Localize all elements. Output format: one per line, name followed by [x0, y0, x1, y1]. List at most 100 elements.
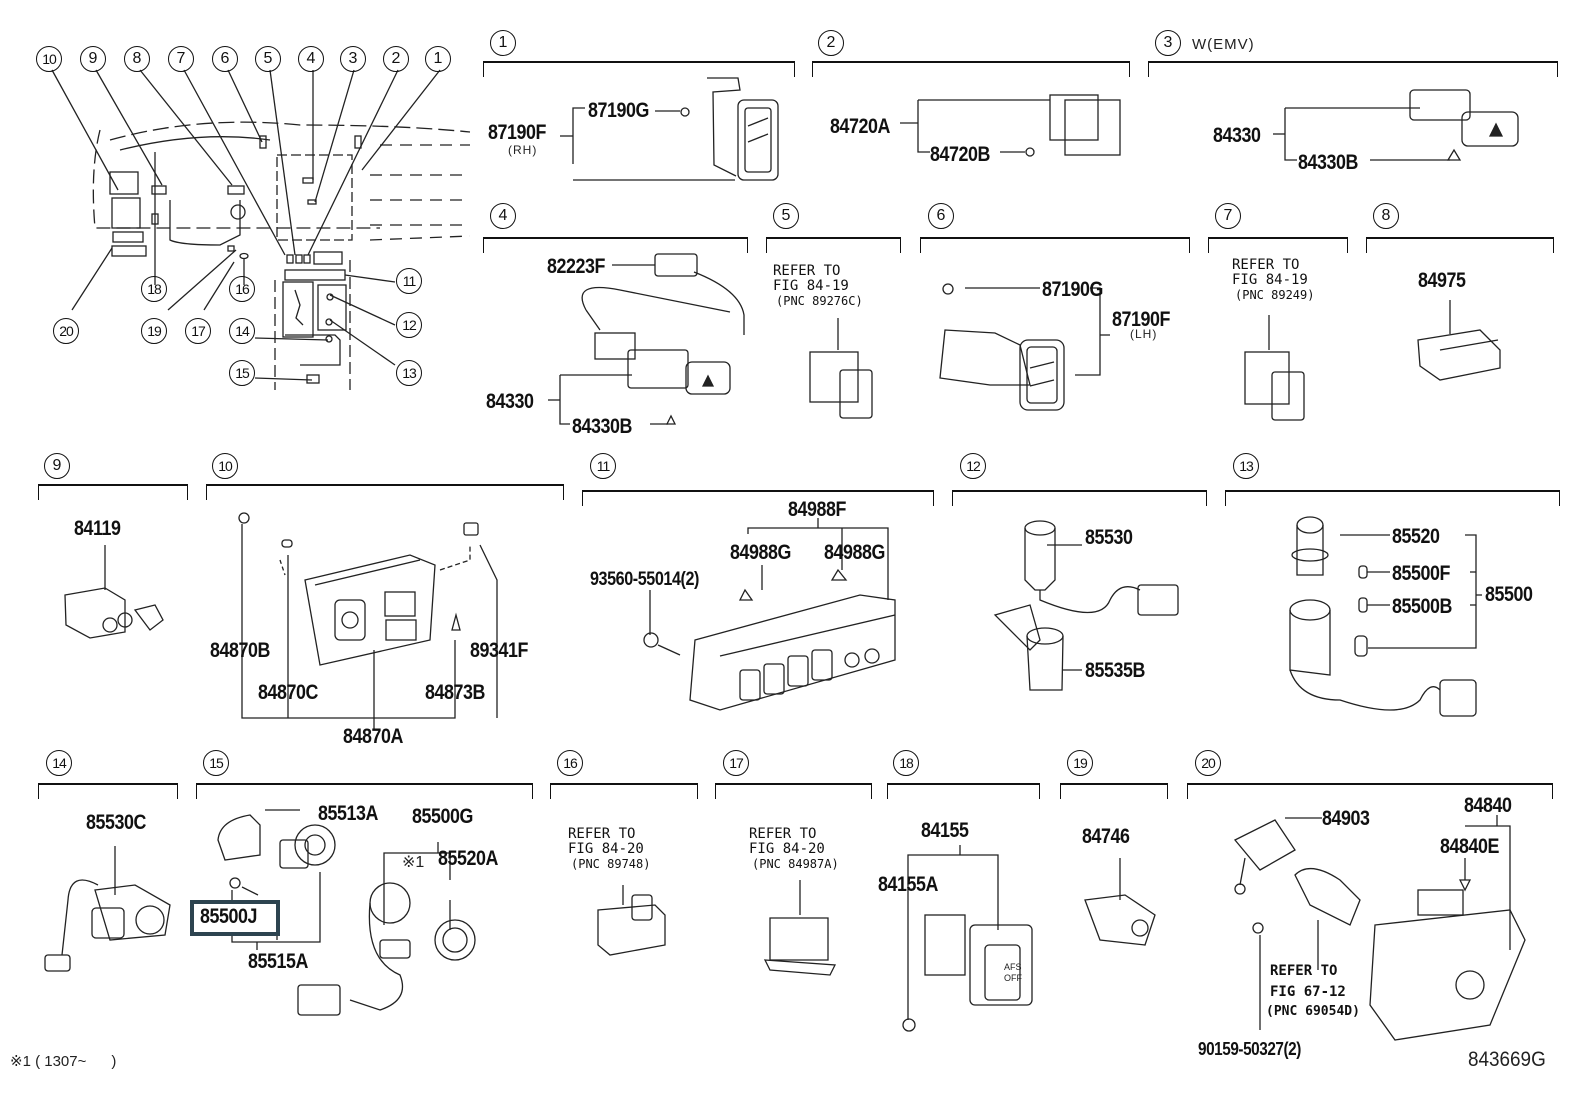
part-number[interactable]: 84870B: [210, 639, 270, 662]
part-number[interactable]: 84155A: [878, 873, 938, 896]
callout-2: 2: [383, 46, 409, 72]
callout-20: 20: [53, 318, 79, 344]
part-number[interactable]: 85520A: [438, 847, 498, 870]
callout-4: 4: [298, 46, 324, 72]
callout-9: 9: [80, 46, 106, 72]
part-number[interactable]: 84988G: [730, 541, 791, 564]
reference-line-1: REFER TO: [773, 263, 841, 279]
part-number[interactable]: 85530C: [86, 811, 146, 834]
part-number[interactable]: 84840: [1464, 794, 1512, 817]
callout-8: 8: [124, 46, 150, 72]
callout-18: 18: [141, 276, 167, 302]
section-number: 11: [590, 453, 616, 479]
part-number[interactable]: 85530: [1085, 526, 1133, 549]
part-number[interactable]: 85535B: [1085, 659, 1145, 682]
section-number: 15: [203, 750, 229, 776]
section-number: 19: [1067, 750, 1093, 776]
dashboard-drawing: [51, 69, 471, 390]
callout-16: 16: [229, 276, 255, 302]
section-number: 5: [773, 203, 799, 229]
switch-label-off: OFF: [1004, 973, 1022, 983]
part-number[interactable]: 85500: [1485, 583, 1533, 606]
reference-line-3: (PNC 84987A): [752, 857, 839, 871]
callout-1: 1: [425, 46, 451, 72]
part-number[interactable]: 87190F: [488, 121, 546, 144]
section-title: W(EMV): [1192, 36, 1255, 53]
callout-12: 12: [396, 312, 422, 338]
part-note: (RH): [508, 143, 538, 157]
part-number[interactable]: 85520: [1392, 525, 1440, 548]
part-number[interactable]: 84330B: [572, 415, 632, 438]
part-number-highlighted[interactable]: 85500J: [200, 905, 258, 928]
part-number[interactable]: 87190G: [1042, 278, 1103, 301]
reference-line-3: (PNC 89748): [571, 857, 651, 871]
section-number: 1: [490, 30, 516, 56]
reference-line-1: REFER TO: [749, 826, 817, 842]
callout-19: 19: [141, 318, 167, 344]
part-number[interactable]: 84119: [74, 517, 121, 540]
section-number: 13: [1233, 453, 1259, 479]
section-number: 2: [818, 30, 844, 56]
callout-11: 11: [396, 268, 422, 294]
section-number: 12: [960, 453, 986, 479]
section-number: 17: [723, 750, 749, 776]
part-number[interactable]: 85513A: [318, 802, 378, 825]
part-number[interactable]: 84870C: [258, 681, 318, 704]
part-number[interactable]: 85500G: [412, 805, 473, 828]
part-number[interactable]: 84720B: [930, 143, 990, 166]
reference-line-2[interactable]: FIG 84-19: [773, 278, 849, 294]
section-number: 20: [1195, 750, 1221, 776]
part-number[interactable]: 84903: [1322, 807, 1370, 830]
switch-label-afs: AFS: [1004, 962, 1022, 972]
part-number[interactable]: 90159-50327(2): [1198, 1039, 1301, 1059]
date-mark: ※1: [402, 854, 425, 871]
figure-number: 843669G: [1468, 1048, 1546, 1071]
section-number: 18: [893, 750, 919, 776]
part-number[interactable]: 84720A: [830, 115, 890, 138]
section-number: 7: [1215, 203, 1241, 229]
reference-line-2[interactable]: FIG 84-20: [749, 841, 825, 857]
footnote: ※1 ( 1307~ ): [10, 1053, 117, 1070]
part-number[interactable]: 84330B: [1298, 151, 1358, 174]
part-number[interactable]: 82223F: [547, 255, 605, 278]
callout-3: 3: [340, 46, 366, 72]
part-number[interactable]: 84330: [1213, 124, 1261, 147]
part-number[interactable]: 85500F: [1392, 562, 1450, 585]
part-number[interactable]: 84870A: [343, 725, 403, 748]
reference-line-2[interactable]: FIG 84-20: [568, 841, 644, 857]
highlight-box: [190, 900, 280, 936]
part-number[interactable]: 84330: [486, 390, 534, 413]
reference-line-1: REFER TO: [568, 826, 636, 842]
reference-line-3: (PNC 89276C): [776, 294, 863, 308]
callout-13: 13: [396, 360, 422, 386]
part-number[interactable]: 84746: [1082, 825, 1130, 848]
reference-line-1: REFER TO: [1232, 257, 1300, 273]
part-number[interactable]: 85515A: [248, 950, 308, 973]
part-number[interactable]: 89341F: [470, 639, 528, 662]
reference-line-2[interactable]: FIG 84-19: [1232, 272, 1308, 288]
part-number[interactable]: 93560-55014(2): [590, 569, 699, 590]
callout-15: 15: [229, 360, 255, 386]
part-number[interactable]: 84988F: [788, 498, 846, 521]
callout-5: 5: [255, 46, 281, 72]
section-number: 10: [212, 453, 238, 479]
part-number[interactable]: 85500B: [1392, 595, 1452, 618]
section-number: 3: [1155, 30, 1181, 56]
part-number[interactable]: 87190F: [1112, 308, 1170, 331]
reference-line-1: REFER TO: [1270, 963, 1338, 979]
part-note: (LH): [1130, 327, 1158, 341]
part-number[interactable]: 87190G: [588, 99, 649, 122]
part-number[interactable]: 84975: [1418, 269, 1466, 292]
section-number: 14: [46, 750, 72, 776]
reference-line-2[interactable]: FIG 67-12: [1270, 984, 1346, 1000]
part-number[interactable]: 84988G: [824, 541, 885, 564]
reference-line-3: (PNC 89249): [1235, 288, 1315, 302]
part-number[interactable]: 84873B: [425, 681, 485, 704]
reference-line-3: (PNC 69054D): [1266, 1004, 1360, 1019]
section-number: 16: [557, 750, 583, 776]
callout-17: 17: [185, 318, 211, 344]
part-number[interactable]: 84840E: [1440, 835, 1499, 858]
part-number[interactable]: 84155: [921, 819, 969, 842]
section-number: 6: [928, 203, 954, 229]
